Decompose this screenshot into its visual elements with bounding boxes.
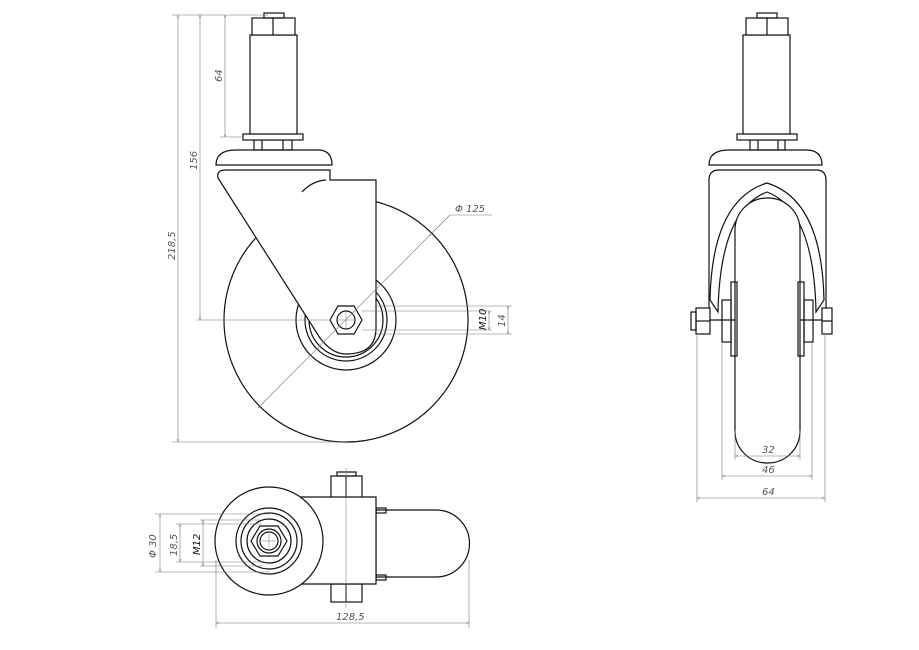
stem: [249, 34, 298, 135]
washer: [242, 133, 304, 141]
dim-hex-size: 18,5: [169, 534, 180, 556]
swivel-plate: [215, 149, 333, 166]
top-view: Φ 30 18,5 M12 128,5: [148, 468, 471, 628]
dim-swivel-radius: 128,5: [336, 612, 365, 623]
wheel-top: [375, 509, 471, 578]
dim-wheel-diameter: Φ 125: [455, 204, 485, 215]
dim-stem-thread: M12: [192, 534, 203, 555]
dim-hub-width: 46: [762, 465, 775, 476]
front-view: 32 46 64: [690, 12, 833, 502]
dim-total-height: 218,5: [167, 231, 178, 260]
wheel-tread: [734, 197, 801, 464]
dim-stem-diameter: Φ 30: [148, 534, 159, 558]
dim-axle-thread: M10: [478, 309, 489, 330]
dim-axle-height: 156: [189, 151, 200, 170]
dim-stem-length: 64: [214, 69, 225, 82]
dim-tread-width: 32: [762, 445, 775, 456]
side-view: 218,5 156 64 Φ 125 M10 14: [167, 12, 512, 443]
dim-axle-width: 14: [497, 314, 508, 327]
dim-overall-width: 64: [762, 487, 775, 498]
